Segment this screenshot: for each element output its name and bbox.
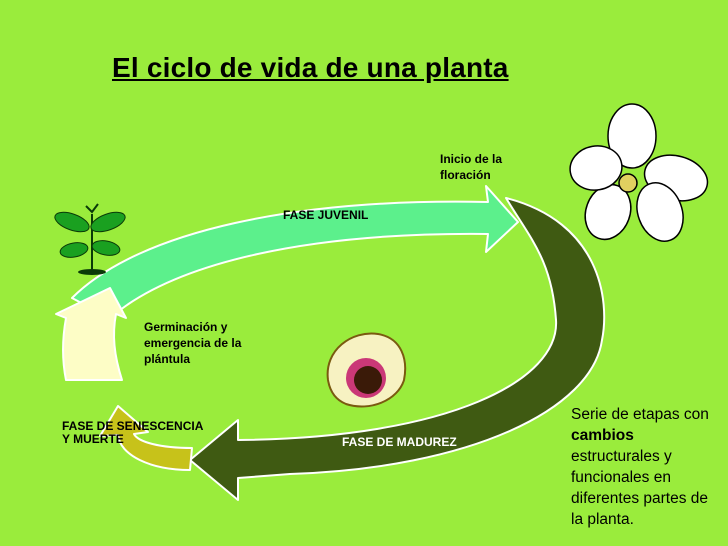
senescence-phase-arrow	[99, 405, 193, 471]
flowering-start-label: Inicio de la floración	[440, 152, 503, 182]
fruit-icon	[326, 332, 407, 408]
page-title: El ciclo de vida de una planta	[112, 52, 509, 83]
senescence-phase-label: FASE DE SENESCENCIA Y MUERTE	[62, 419, 204, 446]
description-text: Serie de etapas con cambios estructurale…	[571, 406, 709, 528]
maturity-phase-label: FASE DE MADUREZ	[342, 435, 457, 449]
germination-arrow	[55, 287, 127, 381]
juvenile-phase-label: FASE JUVENIL	[283, 208, 369, 222]
maturity-phase-arrow	[189, 197, 606, 501]
flower-icon	[569, 103, 709, 242]
juvenile-phase-arrow	[71, 185, 519, 319]
germination-label: Germinación y emergencia de la plántula	[144, 320, 242, 366]
seedling-icon	[54, 203, 126, 275]
